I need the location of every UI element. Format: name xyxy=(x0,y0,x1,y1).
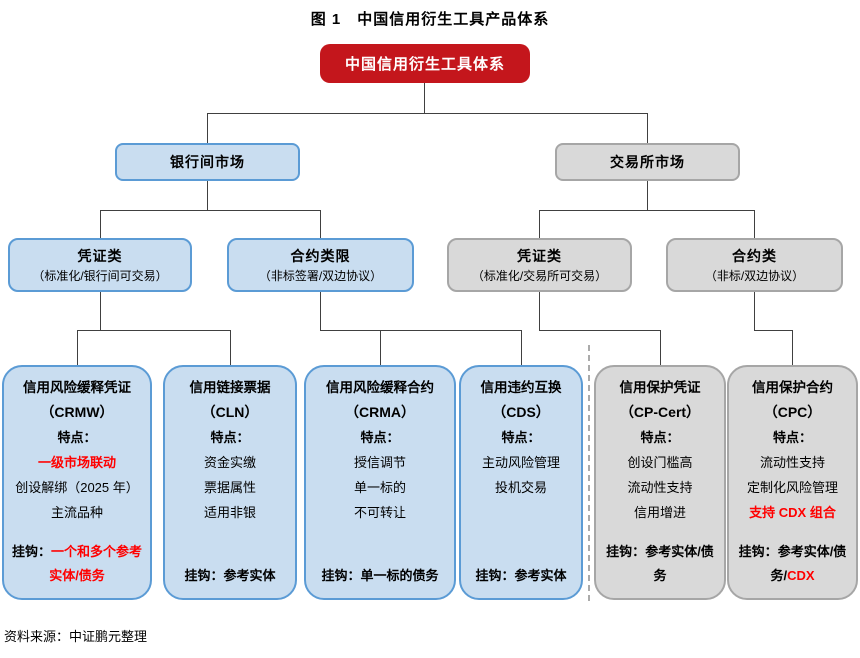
product-features: 特点：创设门槛高流动性支持信用增进 xyxy=(627,430,693,520)
category-title: 凭证类 xyxy=(77,248,123,264)
product-card-crmw: 信用风险缓释凭证 （CRMW） 特点：一级市场联动创设解绑（2025 年）主流品… xyxy=(2,365,152,600)
product-link: 挂钩：参考实体 xyxy=(184,568,276,583)
connector-line xyxy=(207,181,208,210)
product-code: （CP-Cert） xyxy=(619,404,701,420)
source-note: 资料来源：中证鹏元整理 xyxy=(4,629,148,644)
product-code: （CRMW） xyxy=(40,404,114,420)
product-link: 挂钩：单一标的债务 xyxy=(321,568,439,583)
product-card-cds: 信用违约互换 （CDS） 特点：主动风险管理投机交易 挂钩：参考实体 xyxy=(459,365,583,600)
connector-line xyxy=(754,210,755,238)
figure-title: 图 1 中国信用衍生工具产品体系 xyxy=(310,11,550,28)
connector-line xyxy=(647,181,648,210)
connector-line xyxy=(660,330,661,365)
product-code: （CPC） xyxy=(763,404,822,420)
product-code: （CDS） xyxy=(492,404,550,420)
connector-line xyxy=(521,330,522,365)
category-title: 合约类 xyxy=(732,248,777,264)
product-name: 信用违约互换 xyxy=(480,380,562,395)
product-card-cpc: 信用保护合约 （CPC） 特点：流动性支持定制化风险管理支持 CDX 组合 挂钩… xyxy=(727,365,858,600)
connector-line xyxy=(207,113,648,114)
product-features: 特点：授信调节单一标的不可转让 xyxy=(353,430,406,520)
category-node-exchange-contract: 合约类 （非标/双边协议） xyxy=(666,238,843,292)
connector-line xyxy=(792,330,793,365)
product-name: 信用风险缓释合约 xyxy=(326,380,434,395)
connector-line xyxy=(100,292,101,330)
product-card-cln: 信用链接票据 （CLN） 特点：资金实缴票据属性适用非银 挂钩：参考实体 xyxy=(163,365,297,600)
connector-line xyxy=(320,330,521,331)
product-features: 特点：流动性支持定制化风险管理支持 CDX 组合 xyxy=(746,430,838,520)
product-code: （CLN） xyxy=(201,404,259,420)
product-card-cp-cert: 信用保护凭证 （CP-Cert） 特点：创设门槛高流动性支持信用增进 挂钩：参考… xyxy=(594,365,726,600)
connector-line xyxy=(77,330,230,331)
connector-line xyxy=(380,330,381,365)
connector-line xyxy=(100,210,321,211)
product-card-crma: 信用风险缓释合约 （CRMA） 特点：授信调节单一标的不可转让 挂钩：单一标的债… xyxy=(304,365,456,600)
market-separator-dashed-line xyxy=(588,345,590,601)
category-subtitle: （非标/双边协议） xyxy=(704,269,805,283)
connector-line xyxy=(539,210,755,211)
connector-line xyxy=(539,330,660,331)
product-link: 挂钩：参考实体/债务 xyxy=(606,544,714,583)
product-link: 挂钩：参考实体/债务/CDX xyxy=(738,544,847,583)
product-name: 信用保护合约 xyxy=(752,380,833,395)
category-subtitle: （标准化/银行间可交易） xyxy=(32,269,168,283)
connector-line xyxy=(207,113,208,143)
product-code: （CRMA） xyxy=(345,404,415,420)
category-subtitle: （非标签署/双边协议） xyxy=(258,269,383,283)
connector-line xyxy=(100,210,101,238)
category-subtitle: （标准化/交易所可交易） xyxy=(471,269,608,283)
connector-line xyxy=(424,83,425,113)
category-title: 凭证类 xyxy=(517,248,562,264)
category-node-exchange-certificate: 凭证类 （标准化/交易所可交易） xyxy=(447,238,632,292)
product-name: 信用链接票据 xyxy=(189,380,271,395)
connector-line xyxy=(320,292,321,330)
product-link: 挂钩：参考实体 xyxy=(475,568,567,583)
root-node: 中国信用衍生工具体系 xyxy=(320,44,530,83)
product-features: 特点：资金实缴票据属性适用非银 xyxy=(203,430,256,520)
category-node-interbank-certificate: 凭证类 （标准化/银行间可交易） xyxy=(8,238,192,292)
product-name: 信用保护凭证 xyxy=(619,380,701,395)
market-node-interbank: 银行间市场 xyxy=(115,143,300,181)
connector-line xyxy=(77,330,78,365)
connector-line xyxy=(754,330,793,331)
product-link: 挂钩：一个和多个参考实体/债务 xyxy=(11,544,143,583)
product-name: 信用风险缓释凭证 xyxy=(23,380,131,395)
market-node-exchange: 交易所市场 xyxy=(555,143,740,181)
category-title: 合约类限 xyxy=(290,248,351,264)
connector-line xyxy=(539,210,540,238)
product-features: 特点：一级市场联动创设解绑（2025 年）主流品种 xyxy=(15,430,139,520)
product-features: 特点：主动风险管理投机交易 xyxy=(481,430,560,495)
connector-line xyxy=(230,330,231,365)
connector-line xyxy=(539,292,540,330)
connector-line xyxy=(647,113,648,143)
category-node-interbank-contract: 合约类限 （非标签署/双边协议） xyxy=(227,238,414,292)
connector-line xyxy=(320,210,321,238)
connector-line xyxy=(754,292,755,330)
